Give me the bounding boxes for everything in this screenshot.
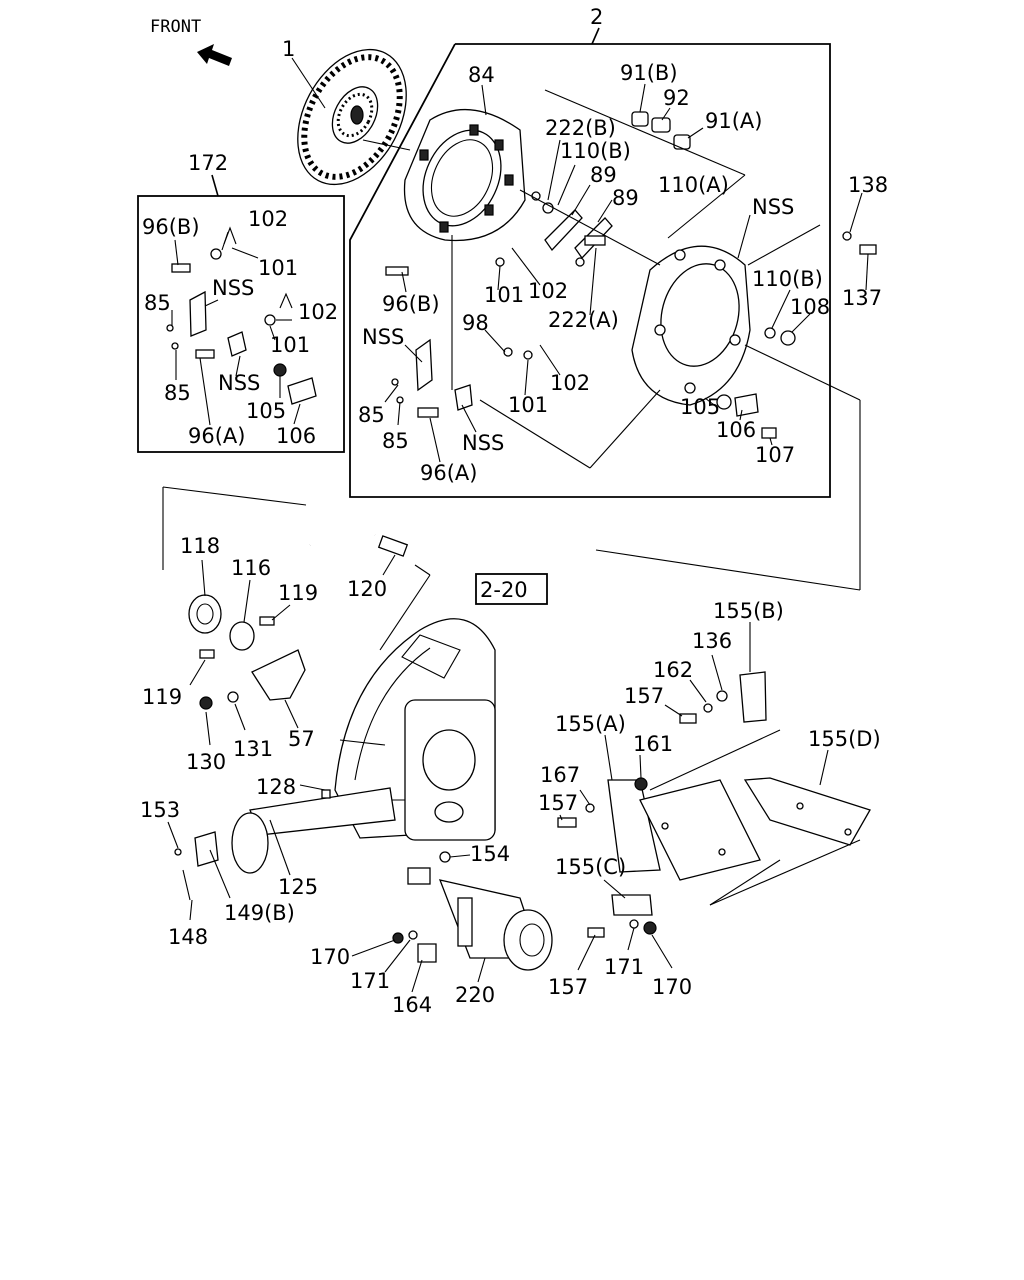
label-101-mid: 101 [484, 283, 524, 307]
label-98: 98 [462, 311, 489, 335]
label-149b: 149(B) [224, 901, 295, 925]
label-1: 1 [282, 37, 295, 61]
label-102-box1: 102 [248, 207, 288, 231]
label-101-box1: 101 [258, 256, 298, 280]
label-102-mid: 102 [528, 279, 568, 303]
label-85-box2: 85 [164, 381, 191, 405]
label-155b: 155(B) [713, 599, 784, 623]
label-96b-box: 96(B) [142, 215, 200, 239]
label-155c: 155(C) [555, 855, 626, 879]
reference-label: 2-20 [480, 578, 528, 602]
front-arrow-icon [197, 44, 232, 66]
pressure-plate [403, 109, 526, 242]
brackets [557, 671, 871, 938]
label-101-box2: 101 [270, 333, 310, 357]
label-nss-box2: NSS [218, 371, 260, 395]
label-nss-low: NSS [462, 431, 504, 455]
label-131: 131 [233, 737, 273, 761]
label-106-mid: 106 [716, 418, 756, 442]
group-label-2: 2 [590, 5, 603, 29]
hose [309, 531, 409, 557]
label-nss-mid: NSS [362, 325, 404, 349]
label-167: 167 [540, 763, 580, 787]
label-170-left: 170 [310, 945, 350, 969]
slave-cylinder [392, 879, 553, 971]
label-85-mid1: 85 [358, 403, 385, 427]
label-171-right: 171 [604, 955, 644, 979]
label-161: 161 [633, 732, 673, 756]
clutch-cover-box: 2 [349, 5, 831, 498]
label-91a: 91(A) [705, 109, 762, 133]
label-105-box: 105 [246, 399, 286, 423]
label-85-mid2: 85 [382, 429, 409, 453]
label-102-box2: 102 [298, 300, 338, 324]
clutch-cover [631, 245, 751, 406]
label-222b: 222(B) [545, 116, 616, 140]
label-85-box1: 85 [144, 291, 171, 315]
label-105-mid: 105 [680, 395, 720, 419]
label-157-low: 157 [548, 975, 588, 999]
label-110b: 110(B) [560, 139, 631, 163]
label-157-mid: 157 [538, 791, 578, 815]
label-108: 108 [790, 295, 830, 319]
label-171-left: 171 [350, 969, 390, 993]
label-148: 148 [168, 925, 208, 949]
label-96a-mid: 96(A) [420, 461, 477, 485]
reference-box: 2-20 [475, 573, 548, 605]
group-label-172: 172 [188, 151, 228, 175]
cover-hardware [385, 111, 877, 439]
label-89-top: 89 [590, 163, 617, 187]
label-138: 138 [848, 173, 888, 197]
label-96b-mid: 96(B) [382, 292, 440, 316]
label-128: 128 [256, 775, 296, 799]
bell-housing [231, 618, 496, 874]
label-125: 125 [278, 875, 318, 899]
release-bearing [188, 594, 306, 710]
label-137: 137 [842, 286, 882, 310]
label-136: 136 [692, 629, 732, 653]
lower-hardware [174, 831, 451, 901]
label-222a: 222(A) [548, 308, 619, 332]
label-101-low: 101 [508, 393, 548, 417]
label-nss-box1: NSS [212, 276, 254, 300]
label-120: 120 [347, 577, 387, 601]
label-119-top: 119 [278, 581, 318, 605]
label-162: 162 [653, 658, 693, 682]
alt-assembly-box: 172 [137, 151, 345, 453]
label-96a-box: 96(A) [188, 424, 245, 448]
leader-lines [162, 57, 869, 993]
label-92: 92 [663, 86, 690, 110]
label-118: 118 [180, 534, 220, 558]
label-170-right: 170 [652, 975, 692, 999]
label-154: 154 [470, 842, 510, 866]
label-164: 164 [392, 993, 432, 1017]
label-nss-top: NSS [752, 195, 794, 219]
label-119-low: 119 [142, 685, 182, 709]
front-indicator: FRONT [150, 17, 232, 66]
label-89-low: 89 [612, 186, 639, 210]
label-110a: 110(A) [658, 173, 729, 197]
label-102-low: 102 [550, 371, 590, 395]
label-153: 153 [140, 798, 180, 822]
label-220: 220 [455, 983, 495, 1007]
label-107: 107 [755, 443, 795, 467]
alt-box-hardware [166, 226, 317, 405]
label-57: 57 [288, 727, 315, 751]
label-84: 84 [468, 63, 495, 87]
label-155a: 155(A) [555, 712, 626, 736]
label-130: 130 [186, 750, 226, 774]
part-labels: 1 84 91(B) 92 91(A) 222(B) 110(B) 89 89 … [140, 37, 888, 1017]
front-label: FRONT [150, 17, 201, 37]
clutch-disc [297, 48, 411, 186]
label-91b: 91(B) [620, 61, 678, 85]
label-155d: 155(D) [808, 727, 881, 751]
label-110b-right: 110(B) [752, 267, 823, 291]
label-116: 116 [231, 556, 271, 580]
label-157-top: 157 [624, 684, 664, 708]
label-106-box: 106 [276, 424, 316, 448]
